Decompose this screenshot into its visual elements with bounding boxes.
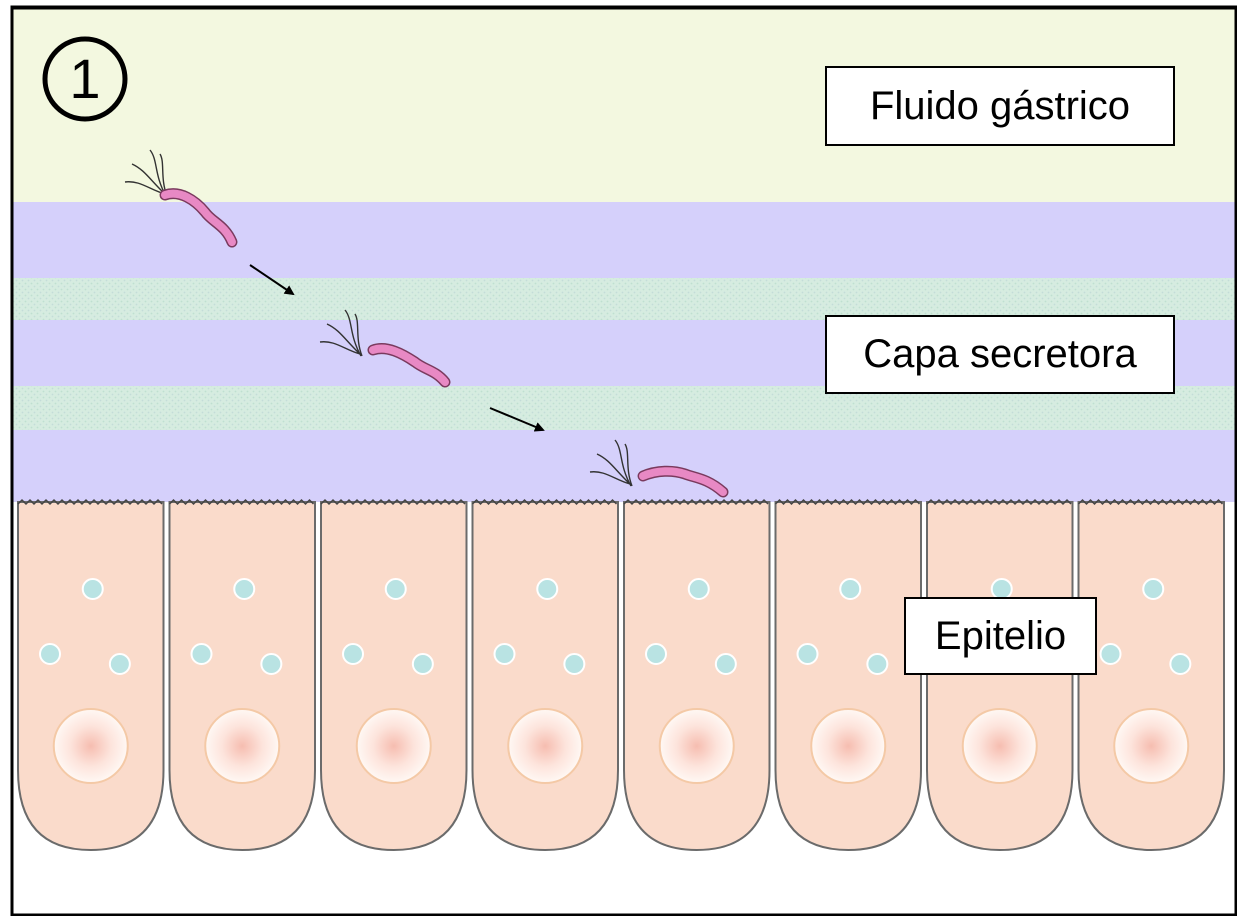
secretory-vesicle [992, 579, 1012, 599]
secretory-vesicle [192, 644, 212, 664]
secretory-vesicle [689, 579, 709, 599]
epithelium-layer [18, 500, 1224, 850]
epithelial-cell [776, 500, 922, 850]
secretory-vesicle [261, 654, 281, 674]
secretory-vesicle [495, 644, 515, 664]
epithelial-cell [321, 500, 467, 850]
secretory-vesicle [110, 654, 130, 674]
mucus-stripe [12, 278, 1237, 320]
cell-nucleus [811, 709, 885, 783]
secretory-vesicle [867, 654, 887, 674]
secretory-vesicle [716, 654, 736, 674]
epithelial-cell [624, 500, 770, 850]
secretory-vesicle [234, 579, 254, 599]
cell-nucleus [1114, 709, 1188, 783]
gastric-fluid-label: Fluido gástrico [825, 66, 1175, 146]
secretory-vesicle [343, 644, 363, 664]
step-number-text: 1 [69, 47, 100, 110]
cell-nucleus [963, 709, 1037, 783]
epithelial-cell [170, 500, 316, 850]
epithelial-cell [18, 500, 164, 850]
epithelial-cell [927, 500, 1073, 850]
epithelium-label: Epitelio [904, 597, 1097, 675]
cell-nucleus [660, 709, 734, 783]
cell-nucleus [54, 709, 128, 783]
secretory-vesicle [564, 654, 584, 674]
secretory-vesicle [83, 579, 103, 599]
secretory-vesicle [1101, 644, 1121, 664]
secretory-layer-label: Capa secretora [825, 315, 1175, 394]
secretory-vesicle [1143, 579, 1163, 599]
cell-nucleus [205, 709, 279, 783]
secretory-vesicle [798, 644, 818, 664]
secretory-vesicle [537, 579, 557, 599]
cell-nucleus [357, 709, 431, 783]
secretory-vesicle [1170, 654, 1190, 674]
cell-nucleus [508, 709, 582, 783]
step-number-badge: 1 [40, 34, 130, 124]
secretory-vesicle [646, 644, 666, 664]
secretory-vesicle [413, 654, 433, 674]
epithelial-cell [1079, 500, 1225, 850]
epithelial-cell [473, 500, 619, 850]
secretory-vesicle [40, 644, 60, 664]
secretory-vesicle [386, 579, 406, 599]
secretory-vesicle [840, 579, 860, 599]
